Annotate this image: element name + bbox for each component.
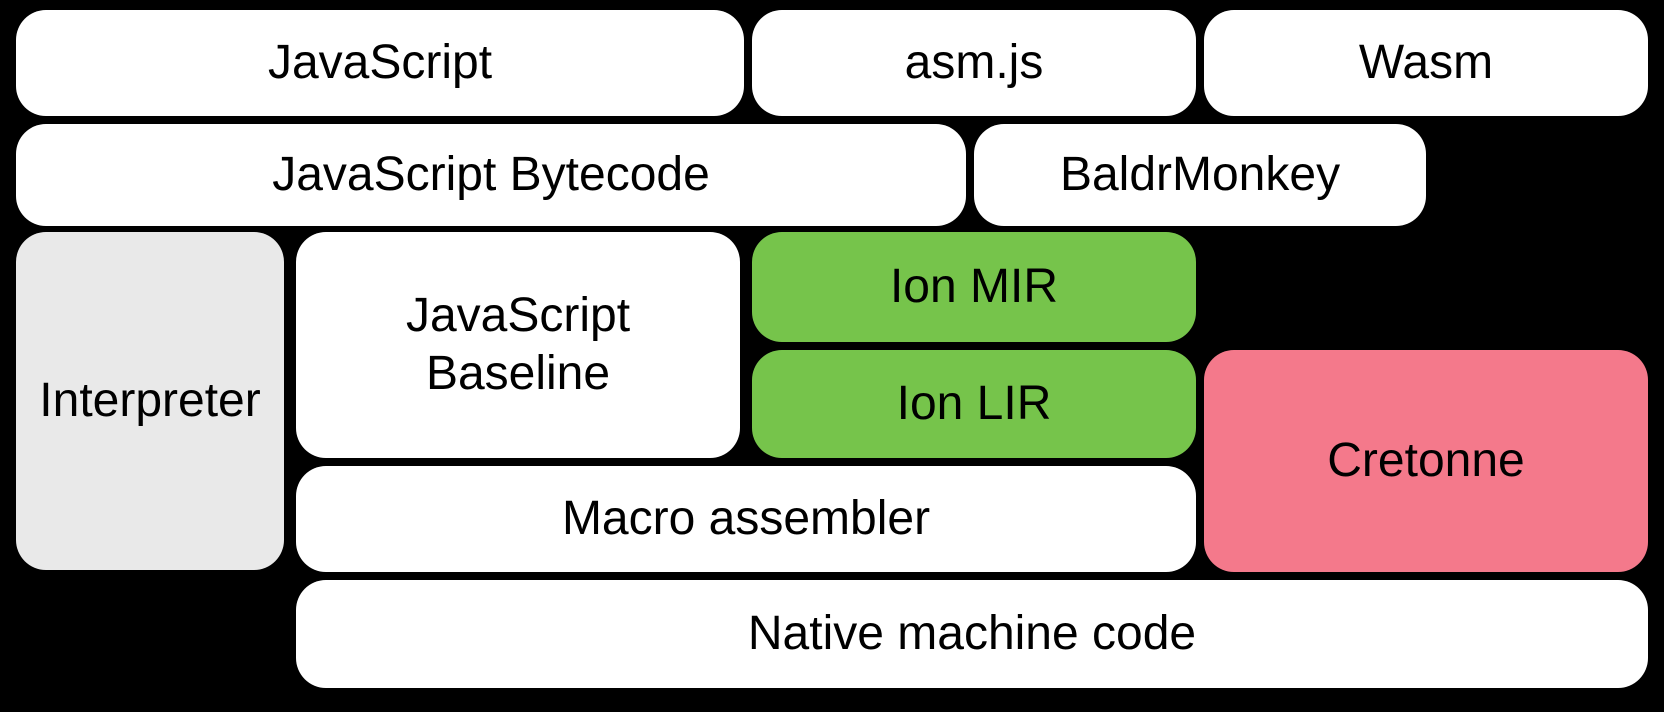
node-asmjs: asm.js	[752, 10, 1196, 116]
node-native-machine-code-label: Native machine code	[747, 607, 1197, 660]
node-interpreter: Interpreter	[16, 232, 284, 570]
node-baldrmonkey-label: BaldrMonkey	[1059, 148, 1341, 201]
node-interpreter-label: Interpreter	[39, 374, 261, 427]
node-javascript-bytecode: JavaScript Bytecode	[16, 124, 966, 226]
node-ion-lir-label: Ion LIR	[896, 377, 1052, 430]
node-ion-lir: Ion LIR	[752, 350, 1196, 458]
node-native-machine-code: Native machine code	[296, 580, 1648, 688]
node-ion-mir: Ion MIR	[752, 232, 1196, 342]
node-javascript-label: JavaScript	[267, 36, 493, 89]
node-wasm: Wasm	[1204, 10, 1648, 116]
node-javascript-baseline-line2: Baseline	[425, 347, 611, 400]
node-wasm-label: Wasm	[1358, 36, 1494, 89]
node-macro-assembler-label: Macro assembler	[561, 492, 931, 545]
node-javascript-baseline-label: JavaScript Baseline	[406, 287, 630, 403]
node-baldrmonkey: BaldrMonkey	[974, 124, 1426, 226]
node-javascript-baseline-line1: JavaScript	[405, 289, 631, 342]
node-cretonne-label: Cretonne	[1327, 434, 1525, 487]
node-macro-assembler: Macro assembler	[296, 466, 1196, 572]
node-cretonne: Cretonne	[1204, 350, 1648, 572]
node-javascript-bytecode-label: JavaScript Bytecode	[272, 148, 710, 201]
node-javascript-baseline: JavaScript Baseline	[296, 232, 740, 458]
node-javascript: JavaScript	[16, 10, 744, 116]
node-ion-mir-label: Ion MIR	[889, 260, 1059, 313]
node-asmjs-label: asm.js	[904, 36, 1044, 89]
